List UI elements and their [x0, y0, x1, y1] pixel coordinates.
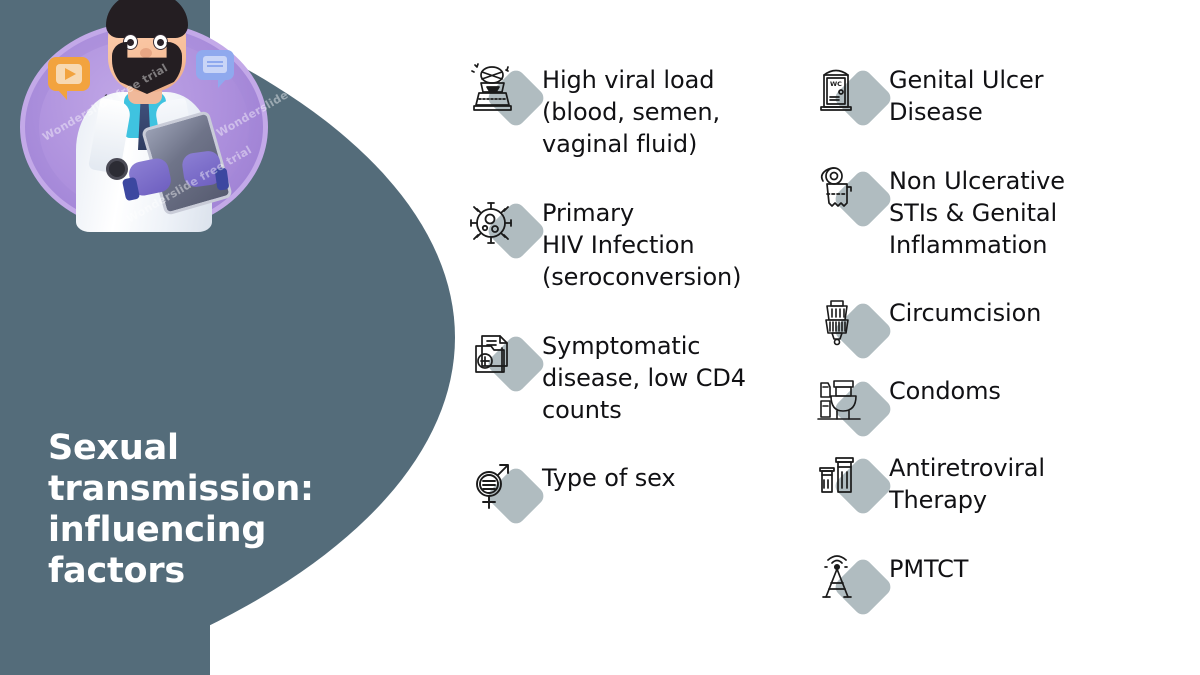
list-item[interactable]: High viral load (blood, semen, vaginal f… — [468, 62, 798, 160]
list-item[interactable]: WC Genital Ulcer Disease — [815, 62, 1160, 130]
list-item[interactable]: Antiretroviral Therapy — [815, 450, 1160, 518]
doctor-nose — [140, 48, 152, 58]
list-item[interactable]: Non Ulcerative STIs & Genital Inflammati… — [815, 163, 1160, 261]
gender-symbol-icon — [468, 460, 522, 516]
list-item-label: Primary HIV Infection (seroconversion) — [542, 199, 742, 291]
shower-head-icon — [815, 295, 869, 351]
svg-text:WC: WC — [830, 80, 842, 88]
list-item[interactable]: Type of sex — [468, 460, 798, 528]
icon-container — [815, 163, 895, 231]
list-item[interactable]: Primary HIV Infection (seroconversion) — [468, 195, 798, 293]
list-item[interactable]: PMTCT — [815, 551, 1160, 619]
list-item-label: Symptomatic disease, low CD4 counts — [542, 332, 746, 424]
icon-container — [815, 551, 895, 619]
icon-container — [815, 373, 895, 441]
doctor-pupil-right — [157, 39, 164, 46]
list-item-label: Condoms — [889, 377, 1001, 405]
icon-container — [468, 62, 548, 130]
message-lines-icon — [207, 61, 223, 67]
video-chat-bubble — [48, 57, 90, 100]
list-item-label: High viral load (blood, semen, vaginal f… — [542, 66, 720, 158]
factors-column-right: WC Genital Ulcer Disease — [815, 0, 1160, 675]
list-item-label: PMTCT — [889, 555, 969, 583]
icon-container — [815, 295, 895, 363]
list-item-label: Antiretroviral Therapy — [889, 454, 1045, 514]
toilet-paper-icon — [815, 163, 869, 219]
signal-tower-icon — [815, 551, 869, 607]
icon-container — [468, 195, 548, 263]
doctor-pupil-left — [127, 39, 134, 46]
blender-viral-load-icon — [468, 62, 522, 118]
play-icon — [65, 68, 76, 80]
list-item-label: Type of sex — [542, 464, 676, 492]
list-item[interactable]: Condoms — [815, 373, 1160, 441]
message-chat-bubble — [196, 50, 234, 88]
page-title: Sexual transmission: influencing factors — [48, 428, 314, 591]
icon-container — [468, 460, 548, 528]
portable-toilet-icon: WC — [815, 62, 869, 118]
icon-container: WC — [815, 62, 895, 130]
list-item-label: Non Ulcerative STIs & Genital Inflammati… — [889, 167, 1065, 259]
icon-container — [468, 328, 548, 396]
trash-bins-icon — [815, 450, 869, 506]
list-item-label: Genital Ulcer Disease — [889, 66, 1044, 126]
factors-column-left: High viral load (blood, semen, vaginal f… — [468, 0, 798, 675]
medical-folder-icon — [468, 328, 522, 384]
stethoscope-chestpiece — [106, 158, 128, 180]
list-item[interactable]: Symptomatic disease, low CD4 counts — [468, 328, 798, 426]
list-item-label: Circumcision — [889, 299, 1042, 327]
toilet-bathroom-icon — [815, 373, 869, 429]
list-item[interactable]: Circumcision — [815, 295, 1160, 363]
doctor-illustration: Wonderslide free trial Wonderslide free … — [20, 0, 344, 232]
virus-icon — [468, 195, 522, 251]
icon-container — [815, 450, 895, 518]
doctor-hair — [106, 0, 188, 38]
